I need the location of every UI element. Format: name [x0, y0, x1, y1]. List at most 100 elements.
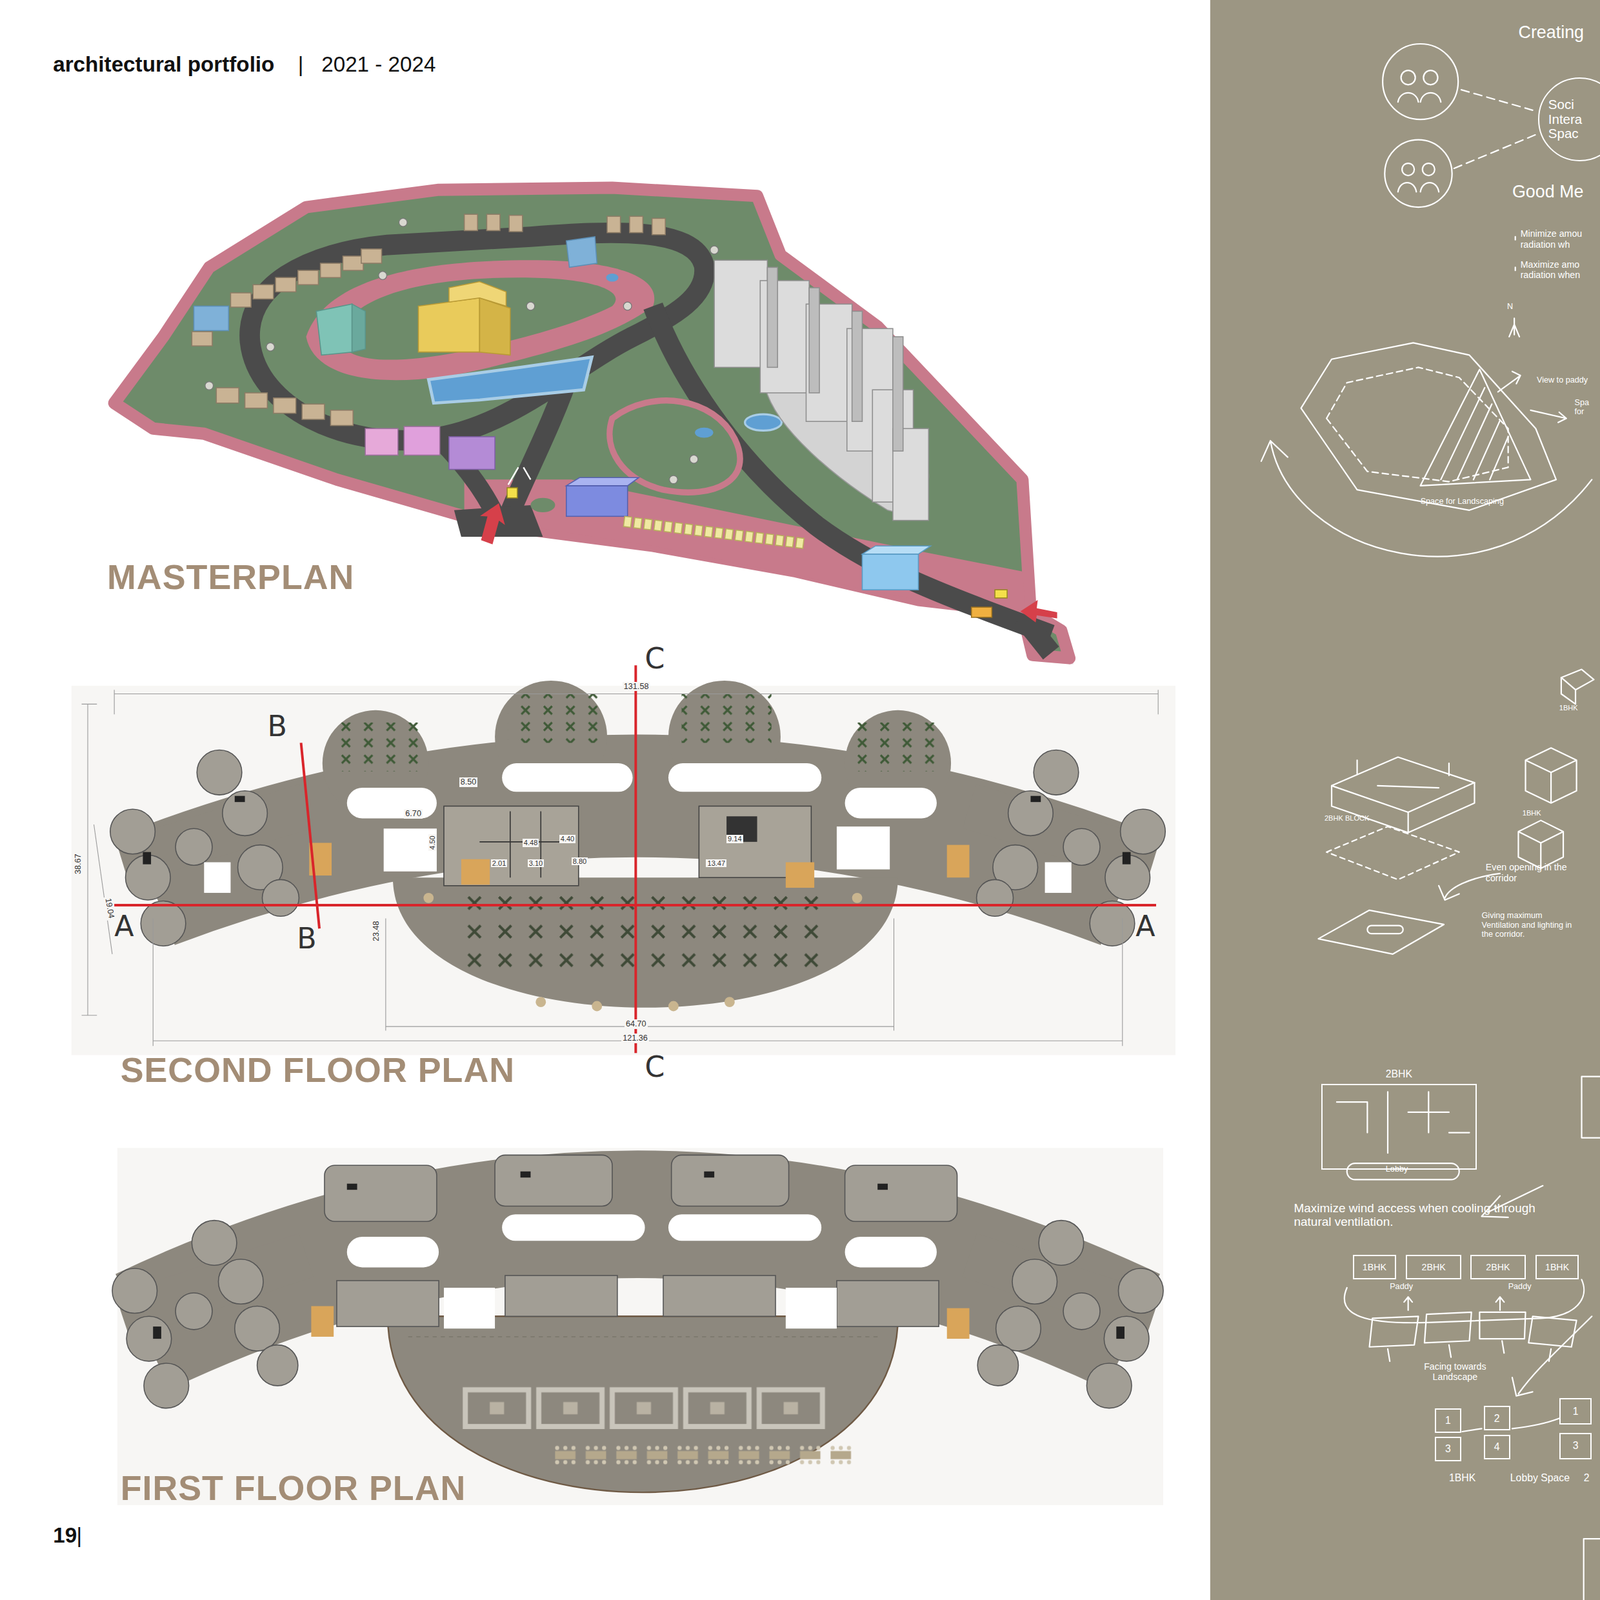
second-floor-plan-part	[71, 685, 1176, 1056]
concept-sketches-part	[1401, 70, 1416, 85]
concept-sketches-part	[1318, 910, 1444, 955]
section-marker: B	[296, 922, 317, 956]
concept-sketches-part	[1424, 1312, 1472, 1343]
concept-sketches-part	[1270, 440, 1592, 557]
dimension: 121.36	[621, 1033, 650, 1044]
masterplan-illustration-part-part	[623, 516, 632, 528]
second-floor-plan-part	[947, 845, 970, 879]
concept-sketches-part	[1561, 677, 1576, 704]
first-floor-plan-part-part	[347, 1183, 358, 1190]
second-floor-plan-part	[501, 763, 633, 792]
concept-sketches	[1261, 43, 1600, 1600]
concept-sketches-part	[1461, 89, 1533, 111]
dimension: 3.10	[527, 859, 545, 868]
masterplan-illustration-part-part	[654, 520, 663, 531]
first-floor-plan-part-part	[877, 1183, 888, 1190]
second-floor-plan-part	[203, 861, 231, 893]
masterplan-illustration-part-part	[191, 331, 213, 346]
concept-sketches-part	[1398, 92, 1441, 102]
second-floor-plan-part-part	[142, 852, 151, 865]
masterplan-illustration-part-part	[623, 301, 632, 311]
masterplan-illustration-part	[507, 487, 518, 499]
masterplan-illustration-part-part	[275, 277, 297, 292]
masterplan-illustration-part-part	[486, 214, 500, 231]
masterplan-illustration-part-part	[361, 249, 382, 264]
second-floor-plan-part	[461, 859, 490, 886]
concept-sketches-part	[1401, 163, 1415, 176]
sketch-note: Facing towards Landscape	[1414, 1361, 1497, 1383]
masterplan-illustration-part	[316, 303, 352, 355]
section-heading: FIRST FLOOR PLAN	[120, 1468, 467, 1509]
sketch-note: Space for Landscaping	[1420, 496, 1504, 507]
masterplan-illustration-part	[352, 303, 366, 352]
first-floor-plan-part	[347, 1236, 439, 1268]
first-floor-plan-part	[112, 1154, 1164, 1408]
first-floor-plan-part-part	[836, 1280, 939, 1327]
first-floor-plan-part-part	[1103, 1316, 1150, 1362]
first-floor-plan-part-part	[977, 1345, 1019, 1386]
masterplan-illustration-part-part	[342, 256, 364, 271]
second-floor-plan-part-part	[1008, 790, 1054, 837]
masterplan-illustration-part-part	[704, 526, 713, 538]
second-floor-plan-part	[114, 665, 1157, 1053]
second-floor-plan-part-part	[152, 918, 1123, 1046]
node-text: 1	[1445, 1414, 1451, 1426]
second-floor-plan-part	[332, 722, 423, 772]
masterplan-illustration-part	[403, 426, 440, 455]
node-text: 1BHK	[1362, 1262, 1387, 1273]
section-marker: C	[645, 1050, 666, 1084]
concept-sketches-part	[1461, 1418, 1559, 1432]
dimension: 4.48	[522, 838, 540, 848]
masterplan-illustration-part	[861, 554, 919, 590]
masterplan-illustration-part-part	[809, 287, 820, 393]
masterplan-illustration-part-part	[724, 529, 733, 540]
section-heading: MASTERPLAN	[107, 557, 355, 598]
second-floor-plan-part-part	[261, 879, 299, 917]
first-floor-plan	[112, 1147, 1164, 1506]
first-floor-plan-part-part	[1038, 1220, 1084, 1266]
masterplan-illustration-part-part	[378, 271, 388, 280]
concept-sketches-part	[1326, 826, 1460, 880]
second-floor-plan-part-part	[301, 742, 320, 929]
header-separator: |	[298, 52, 304, 77]
second-floor-plan-part	[383, 828, 437, 871]
masterplan-illustration-part-part	[301, 403, 325, 420]
dimension: 9.14	[726, 834, 744, 844]
dimension: 64.70	[624, 1019, 648, 1030]
masterplan-illustration-part-part	[684, 523, 693, 535]
page-separator: |	[76, 1523, 83, 1548]
second-floor-plan-part-part	[634, 665, 637, 1053]
second-floor-plan-part-part	[423, 892, 434, 904]
masterplan-illustration-part	[418, 298, 480, 353]
masterplan-illustration-part-part	[694, 525, 703, 537]
masterplan-illustration-part	[623, 516, 804, 549]
node-text: 2BHK	[1421, 1262, 1446, 1273]
dimension: 23.48	[371, 920, 382, 944]
node-text: 2BHK	[1485, 1262, 1510, 1273]
masterplan-illustration-part-part	[795, 537, 804, 549]
masterplan-illustration-part-part	[330, 410, 353, 426]
first-floor-plan-part-part	[152, 1326, 162, 1339]
unit-box: 2BHK	[1405, 1254, 1461, 1280]
second-floor-plan-part-part	[222, 790, 268, 837]
second-floor-plan-part	[81, 689, 1159, 1046]
first-floor-plan-part-part	[336, 1280, 439, 1327]
concept-sketches-part	[1398, 182, 1439, 192]
masterplan-illustration-part	[194, 305, 230, 331]
concept-sketches-part	[1518, 1316, 1592, 1394]
first-floor-plan-part-part	[845, 1165, 958, 1222]
node-text: 4	[1494, 1441, 1500, 1453]
masterplan-illustration-part	[365, 428, 399, 455]
second-floor-plan-part-part	[976, 879, 1014, 917]
masterplan-illustration-part	[428, 357, 592, 404]
masterplan-illustration-part	[566, 485, 628, 517]
masterplan-illustration-part-part	[663, 521, 673, 533]
concept-sketches-part	[1509, 318, 1520, 337]
unit-box: 1BHK	[1535, 1254, 1579, 1280]
node-text: 2	[1494, 1412, 1500, 1424]
masterplan-illustration-part-part	[252, 284, 274, 299]
masterplan-illustration-part	[191, 214, 666, 426]
first-floor-plan-part-part	[143, 1363, 190, 1409]
dimension: 38.67	[73, 852, 84, 876]
first-floor-plan-part-part	[126, 1316, 172, 1362]
